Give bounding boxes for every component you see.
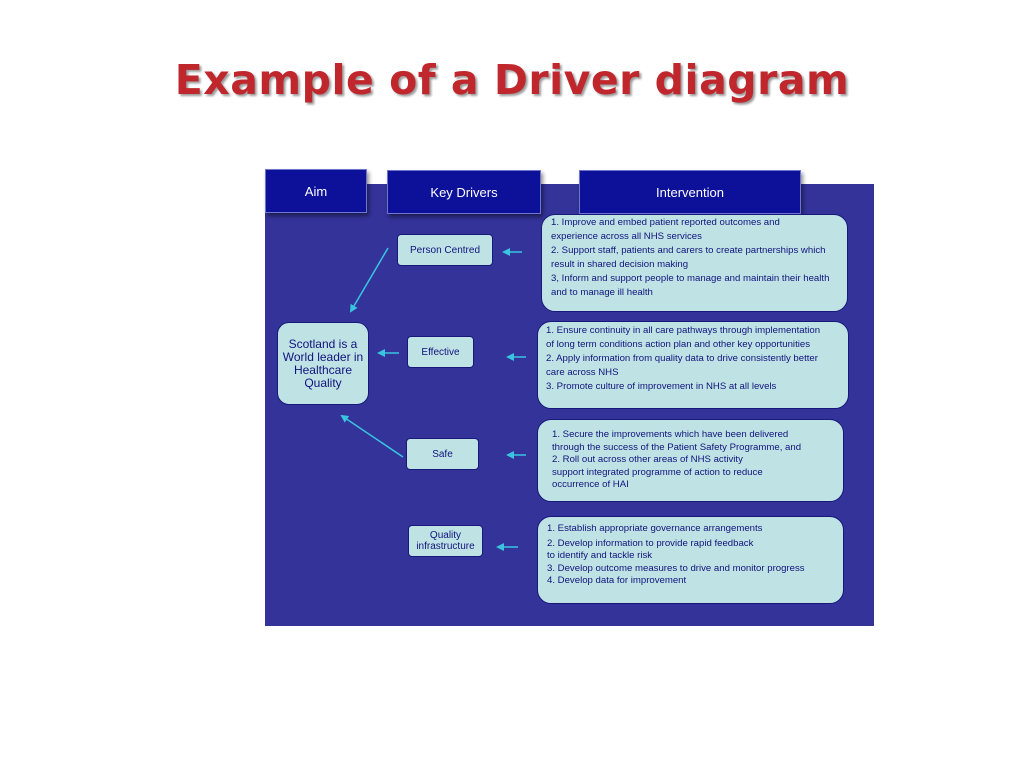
driver-label: Effective [421, 346, 460, 358]
intervention-line: 1. Establish appropriate governance arra… [547, 523, 763, 534]
intervention-line: of long term conditions action plan and … [546, 339, 810, 350]
aim-line: Quality [304, 375, 342, 390]
intervention-line: 2. Support staff, patients and carers to… [551, 245, 826, 256]
intervention-line: 1. Ensure continuity in all care pathway… [546, 325, 821, 336]
slide-title: Example of a Driver diagram [174, 56, 850, 104]
intervention-line: 1. Secure the improvements which have be… [552, 429, 789, 440]
intervention-line: 2. Roll out across other areas of NHS ac… [552, 454, 743, 465]
intervention-line: 1. Improve and embed patient reported ou… [551, 217, 780, 228]
aim-header: Aim [265, 169, 367, 213]
intervention-line: 4. Develop data for improvement [547, 575, 687, 586]
intervention-line: 2. Apply information from quality data t… [546, 353, 818, 364]
aim-line: Healthcare [293, 362, 352, 377]
driver-effective: Effective [407, 336, 474, 368]
driver-person-centred: Person Centred [397, 234, 493, 266]
intervention-line: support integrated programme of action t… [552, 466, 763, 478]
intervention-line: 3. Develop outcome measures to drive and… [547, 562, 805, 574]
intervention-line: 3, Inform and support people to manage a… [551, 273, 830, 284]
intervention-line: through the success of the Patient Safet… [552, 441, 802, 453]
intervention-line: occurrence of HAI [552, 479, 629, 490]
intervention-safe: 1. Secure the improvements which have be… [537, 419, 844, 502]
driver-label-line: infrastructure [416, 541, 475, 552]
aim-text: Scotland is a World leader in Healthcare… [282, 336, 364, 390]
intervention-header-label: Intervention [656, 184, 724, 200]
key-drivers-header: Key Drivers [387, 170, 541, 214]
intervention-quality-infrastructure: 1. Establish appropriate governance arra… [537, 516, 844, 604]
aim-header-label: Aim [304, 183, 328, 199]
intervention-line: care across NHS [546, 367, 619, 378]
intervention-effective: 1. Ensure continuity in all care pathway… [537, 321, 849, 409]
intervention-line: and to manage ill health [551, 287, 653, 298]
intervention-header: Intervention [579, 170, 801, 214]
intervention-line: to identify and tackle risk [547, 550, 653, 561]
aim-box: Scotland is a World leader in Healthcare… [277, 322, 369, 405]
intervention-line: 3. Promote culture of improvement in NHS… [546, 381, 777, 392]
aim-line: World leader in [282, 349, 364, 364]
key-drivers-header-label: Key Drivers [430, 184, 498, 200]
intervention-line: 2. Develop information to provide rapid … [547, 537, 754, 549]
driver-safe: Safe [406, 438, 479, 470]
driver-label-line: Quality [429, 530, 462, 541]
driver-label: Safe [432, 448, 453, 460]
intervention-line: experience across all NHS services [551, 231, 702, 242]
driver-quality-infrastructure: Quality infrastructure [408, 525, 483, 557]
intervention-person-centred: 1. Improve and embed patient reported ou… [541, 214, 848, 312]
intervention-line: result in shared decision making [551, 259, 689, 270]
driver-label: Person Centred [409, 244, 481, 256]
driver-label: Quality infrastructure [416, 530, 474, 552]
aim-line: Scotland is a [288, 336, 358, 351]
